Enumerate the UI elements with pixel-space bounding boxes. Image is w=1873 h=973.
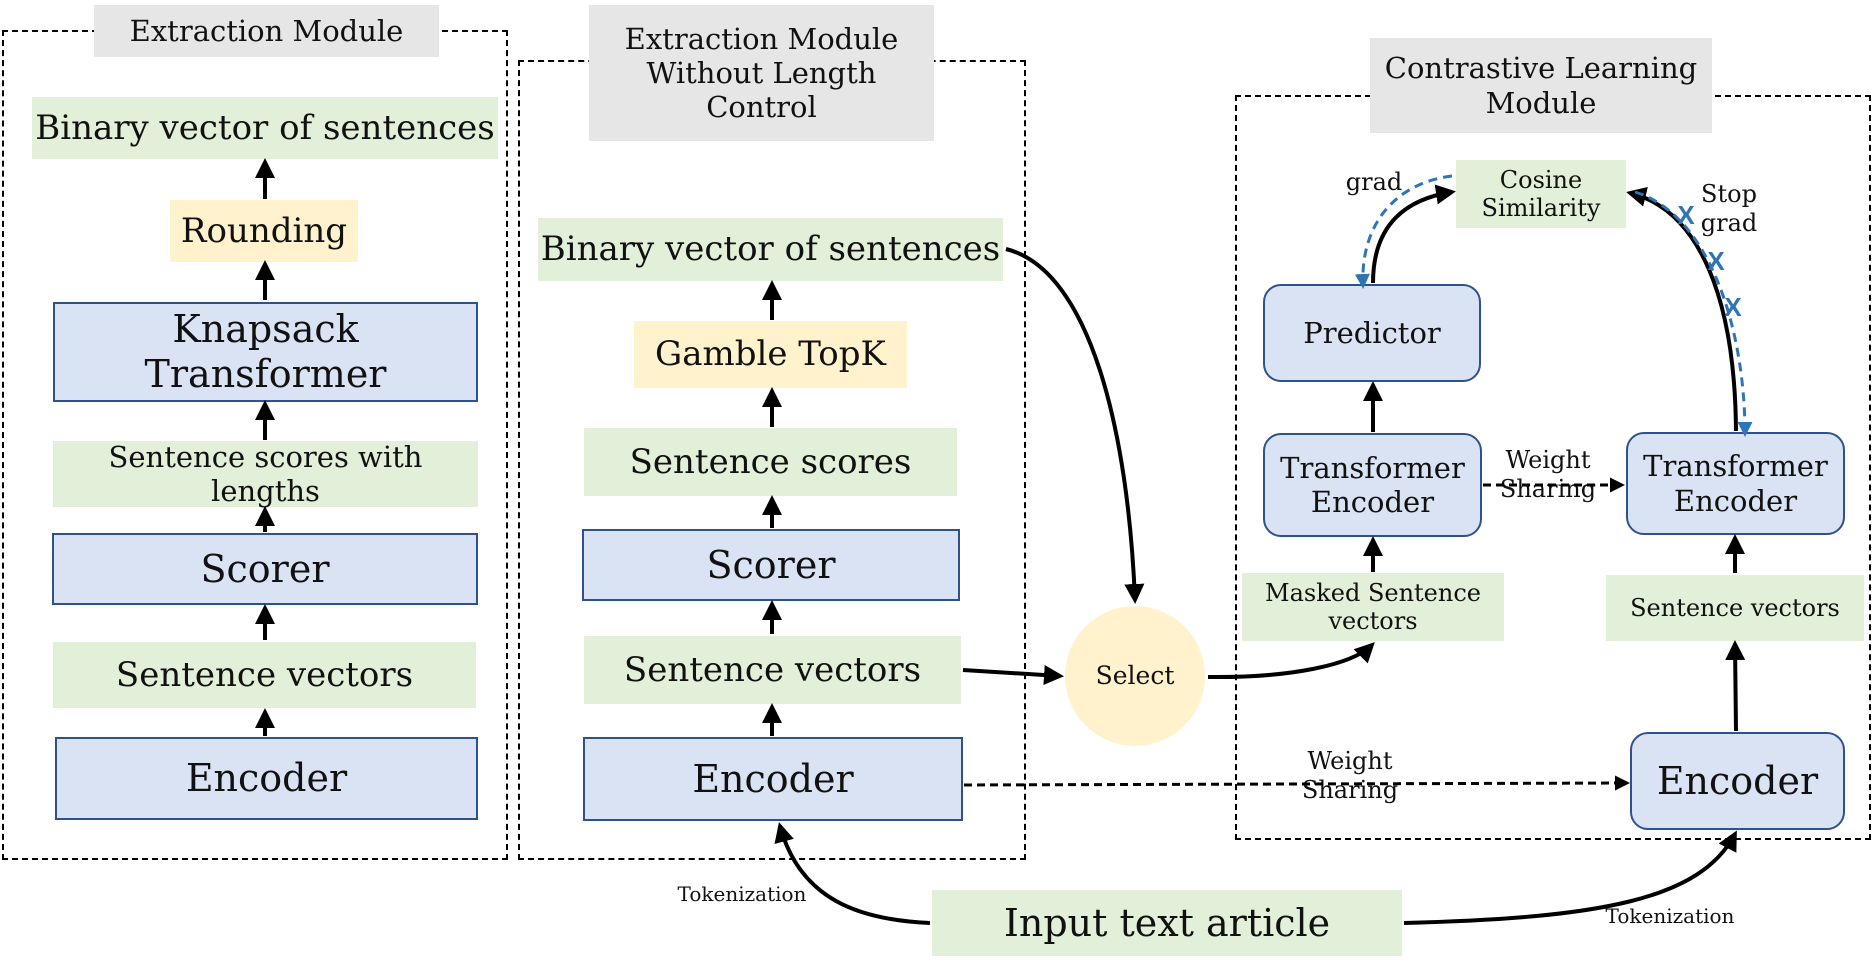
em-scorer: Scorer (52, 533, 478, 605)
cl-cosine-similarity: Cosine Similarity (1456, 160, 1626, 228)
tokenization-right-label: Tokenization (1605, 904, 1735, 928)
em-knapsack-transformer: Knapsack Transformer (53, 302, 478, 402)
select-node: Select (1065, 606, 1205, 746)
grad-label: grad (1345, 168, 1403, 196)
enl-binary-vector: Binary vector of sentences (538, 218, 1003, 281)
contrastive-module-title: Contrastive Learning Module (1370, 38, 1712, 133)
em-sentence-vectors: Sentence vectors (53, 642, 476, 708)
enl-scorer: Scorer (582, 529, 960, 601)
enl-sentence-scores: Sentence scores (584, 428, 957, 496)
cl-masked-sentence-vectors: Masked Sentence vectors (1242, 573, 1504, 641)
cl-encoder: Encoder (1630, 732, 1845, 830)
enl-encoder: Encoder (583, 737, 963, 821)
em-encoder: Encoder (55, 737, 478, 820)
stop-grad-label: Stop grad (1700, 180, 1758, 237)
extraction-module-title: Extraction Module (94, 5, 439, 57)
input-text-article: Input text article (932, 890, 1402, 956)
cl-predictor: Predictor (1263, 284, 1481, 382)
weight-sharing-top-label: Weight Sharing (1499, 446, 1597, 503)
cl-sentence-vectors: Sentence vectors (1606, 575, 1864, 641)
cl-transformer-encoder-left: Transformer Encoder (1263, 433, 1482, 537)
extraction-no-length-title: Extraction Module Without Length Control (589, 5, 934, 141)
cl-transformer-encoder-right: Transformer Encoder (1626, 432, 1845, 535)
weight-sharing-bottom-label: Weight Sharing (1301, 747, 1399, 804)
em-binary-vector: Binary vector of sentences (32, 97, 498, 159)
em-sentence-scores-lengths: Sentence scores with lengths (53, 440, 478, 508)
enl-gamble-topk: Gamble TopK (634, 321, 907, 388)
enl-sentence-vectors: Sentence vectors (584, 636, 961, 704)
em-rounding: Rounding (170, 200, 358, 262)
tokenization-left-label: Tokenization (677, 882, 807, 906)
